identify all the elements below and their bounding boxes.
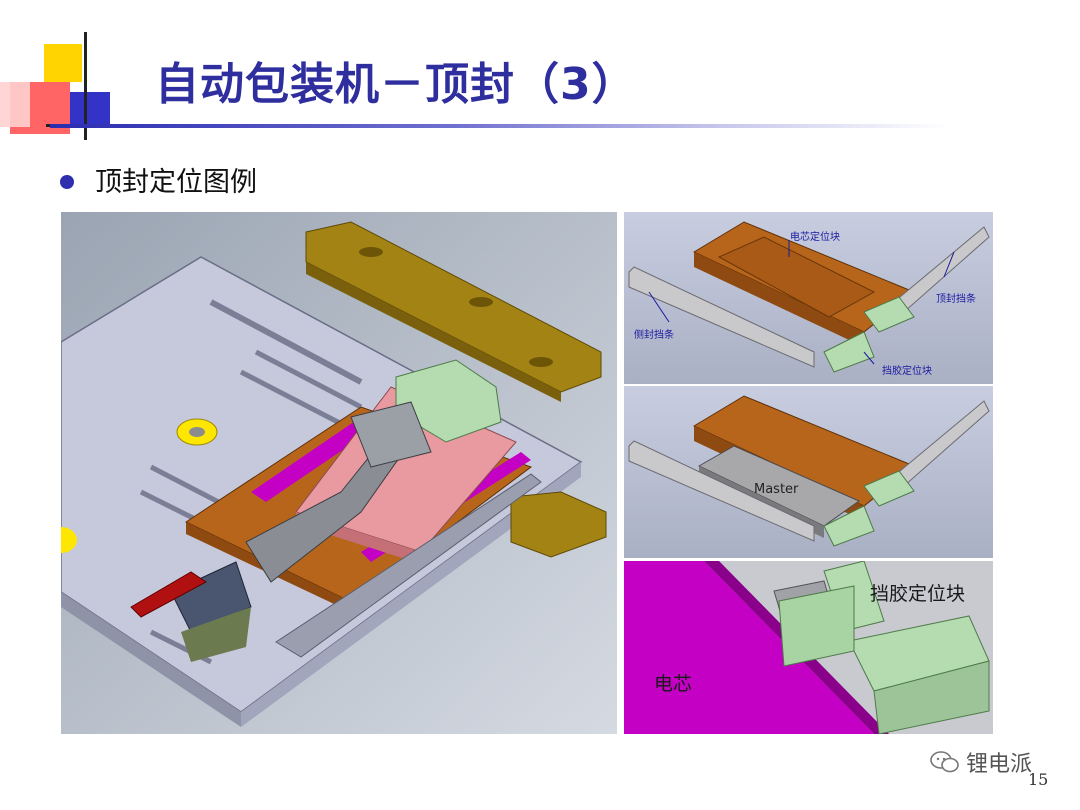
main-fixture-figure — [61, 212, 617, 734]
title-underline — [50, 124, 950, 128]
bullet-dot — [60, 175, 74, 189]
fixture-master-figure: Master — [624, 386, 993, 558]
glue-block-closeup-figure: 挡胶定位块 电芯 — [624, 561, 993, 734]
callout-top-seal-stop: 顶封挡条 — [936, 294, 976, 305]
callout-cell-locator: 电芯定位块 — [790, 232, 840, 243]
watermark-text: 锂电派 — [966, 752, 1033, 777]
wechat-icon — [930, 751, 959, 773]
fixture-callout-figure: 电芯定位块 顶封挡条 侧封挡条 挡胶定位块 — [624, 212, 993, 384]
page-number: 15 — [1028, 770, 1049, 789]
callout-glue-stop-block: 挡胶定位块 — [882, 366, 932, 377]
glue-block-label: 挡胶定位块 — [870, 583, 966, 605]
master-label: Master — [754, 482, 799, 497]
page-title: 自动包装机－顶封（3） — [155, 59, 637, 110]
bullet-text: 顶封定位图例 — [95, 167, 257, 198]
callout-side-seal-stop: 侧封挡条 — [634, 330, 674, 341]
watermark: 锂电派 — [930, 746, 1032, 778]
cell-label: 电芯 — [654, 673, 693, 695]
